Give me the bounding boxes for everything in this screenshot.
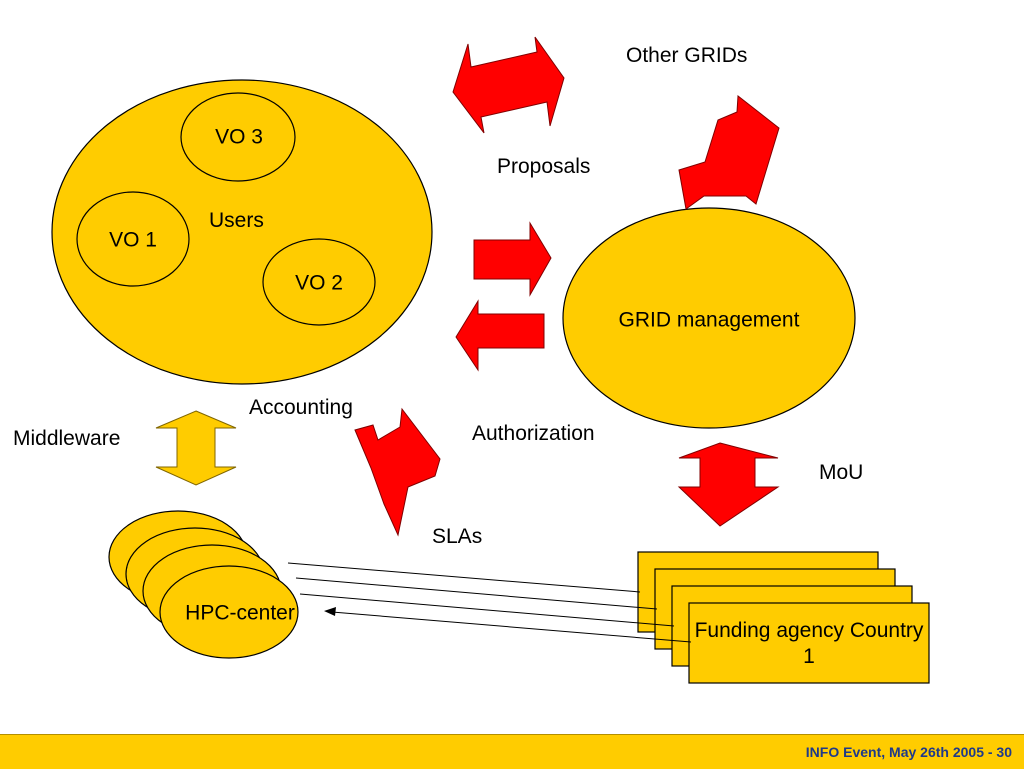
other-grids-double-arrow bbox=[452, 36, 565, 134]
middleware-double-arrow bbox=[155, 410, 237, 486]
connector-arrowhead bbox=[324, 607, 336, 616]
grid-to-users-arrow bbox=[455, 299, 545, 372]
footer-text: INFO Event, May 26th 2005 - 30 bbox=[805, 744, 1012, 760]
funding-box-1 bbox=[688, 602, 930, 684]
label-funding-agency: Funding agency Country 1 bbox=[694, 618, 924, 668]
label-accounting: Accounting bbox=[249, 396, 353, 419]
label-authorization: Authorization bbox=[472, 422, 595, 445]
vo3-ellipse bbox=[180, 92, 296, 182]
label-hpc-center: HPC-center bbox=[185, 601, 295, 625]
grid-management-circle bbox=[562, 207, 856, 429]
hpc-ellipse-1 bbox=[159, 565, 299, 659]
label-mou: MoU bbox=[819, 461, 864, 484]
label-slas: SLAs bbox=[432, 525, 483, 548]
label-users: Users bbox=[209, 209, 264, 232]
label-vo1: VO 1 bbox=[109, 228, 157, 252]
footer-bar bbox=[0, 734, 1024, 769]
grid-other-double-arrow bbox=[678, 95, 780, 210]
label-middleware: Middleware bbox=[13, 427, 121, 450]
users-to-grid-arrow bbox=[473, 221, 552, 297]
label-other-grids: Other GRIDs bbox=[626, 44, 748, 67]
funding-hpc-connectors bbox=[287, 562, 692, 643]
label-proposals: Proposals bbox=[497, 155, 591, 178]
vo2-ellipse bbox=[262, 238, 376, 326]
sla-double-arrow bbox=[354, 407, 441, 537]
mou-double-arrow bbox=[677, 442, 780, 527]
label-grid-management: GRID management bbox=[618, 308, 800, 332]
vo1-ellipse bbox=[76, 191, 190, 287]
label-vo3: VO 3 bbox=[215, 125, 263, 149]
label-vo2: VO 2 bbox=[295, 271, 343, 295]
